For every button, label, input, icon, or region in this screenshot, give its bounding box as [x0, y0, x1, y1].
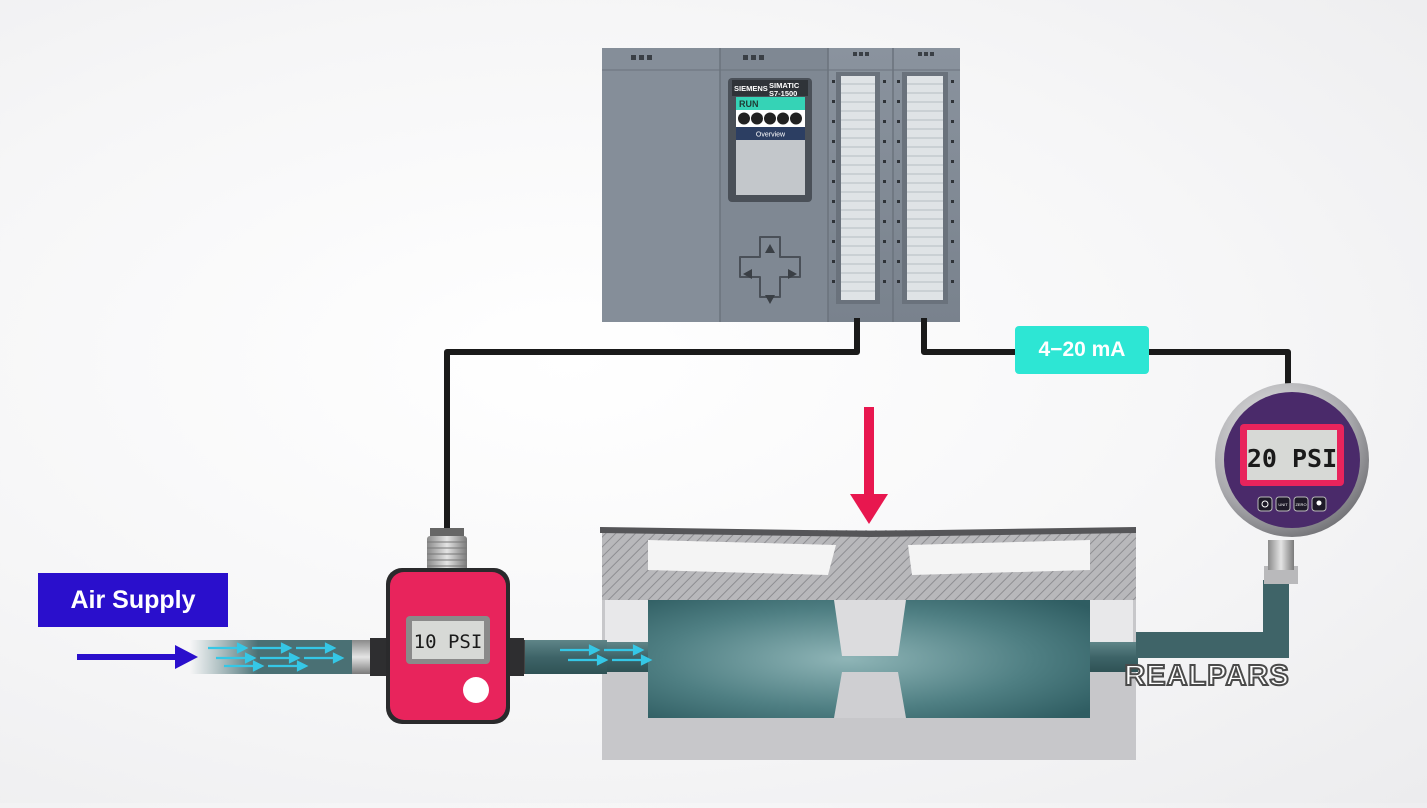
plc-model-line2: S7-1500	[769, 89, 797, 98]
pressure-force-arrow	[850, 407, 888, 524]
plc-display: SIEMENS SIMATIC S7-1500 RUN Overview	[728, 78, 812, 202]
gauge-power-button[interactable]	[1257, 496, 1273, 512]
brand-watermark: REALPARS	[1124, 660, 1289, 692]
gauge-zero-label: ZERO	[1295, 502, 1306, 507]
valve-body	[600, 527, 1138, 760]
air-flow-arrow	[77, 645, 198, 669]
gauge-pipe	[1136, 540, 1298, 658]
gauge-reading: 20 PSI	[1247, 444, 1337, 473]
signal-range-label: 4−20 mA	[1015, 326, 1149, 374]
gauge-unit-button[interactable]	[1275, 496, 1291, 512]
plc-model-line1: SIMATIC	[769, 81, 800, 90]
digital-pressure-gauge[interactable]: 20 PSI UNIT ZERO	[1215, 383, 1369, 537]
regulator-reading: 10 PSI	[414, 631, 483, 653]
plc-io-module-2	[897, 72, 954, 304]
air-flow-arrows	[208, 642, 653, 672]
plc-rack: SIEMENS SIMATIC S7-1500 RUN Overview	[602, 48, 960, 322]
regulator-knob-button[interactable]	[463, 677, 489, 703]
plc-dpad-icon[interactable]	[739, 236, 801, 304]
gauge-buttons[interactable]: UNIT ZERO	[1257, 496, 1327, 512]
gauge-unit-label: UNIT	[1278, 502, 1288, 507]
plc-run-status: RUN	[739, 99, 759, 109]
plc-screen-title: Overview	[756, 132, 786, 139]
wire-plc-to-regulator	[444, 318, 860, 528]
gauge-zero-button[interactable]	[1293, 496, 1309, 512]
plc-io-module-1	[832, 72, 886, 304]
plc-vendor: SIEMENS	[734, 84, 768, 93]
air-supply-label: Air Supply	[38, 573, 228, 627]
pressure-regulator[interactable]: 10 PSI	[370, 528, 524, 724]
